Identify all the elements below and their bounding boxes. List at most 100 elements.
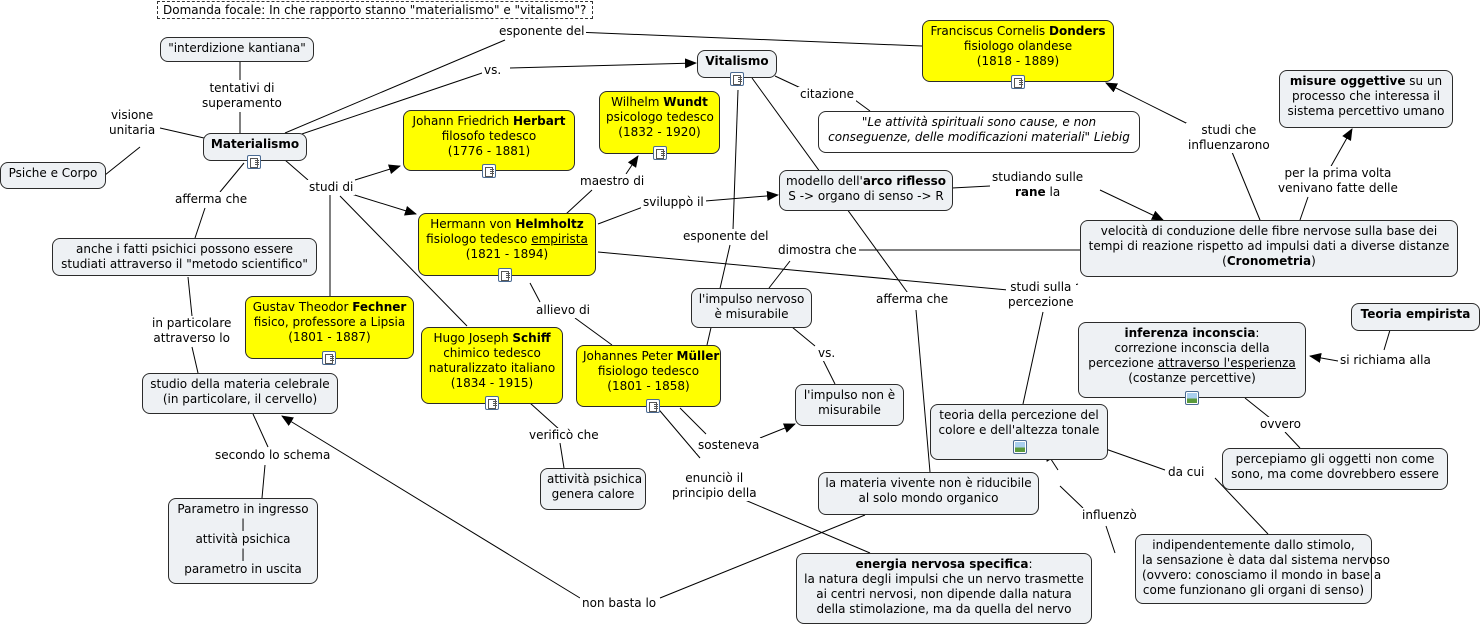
node-wundt[interactable]: Wilhelm Wundt psicologo tedesco (1832 - … bbox=[599, 91, 720, 154]
node-line: (1832 - 1920) bbox=[618, 125, 701, 139]
node-line: misurabile bbox=[818, 403, 881, 417]
node-interdizione-kantiana[interactable]: "interdizione kantiana" bbox=[160, 37, 314, 62]
label-sviluppo: sviluppò il bbox=[641, 195, 706, 210]
node-line: ai centri nervosi, non dipende dalla nat… bbox=[816, 587, 1072, 601]
node-line: psicologo tedesco bbox=[606, 110, 714, 124]
node-line: studio della materia celebrale bbox=[150, 377, 330, 391]
label-maestro: maestro di bbox=[578, 174, 647, 189]
label-influenzo: influenzò bbox=[1080, 508, 1139, 523]
label-citazione: citazione bbox=[798, 87, 856, 102]
node-energia-nervosa[interactable]: energia nervosa specifica: la natura deg… bbox=[796, 553, 1092, 624]
node-text: Psiche e Corpo bbox=[8, 166, 98, 180]
node-muller[interactable]: Johannes Peter Müller fisiologo tedesco … bbox=[576, 345, 721, 407]
node-impulso-non-misurabile[interactable]: l'impulso non è misurabile bbox=[795, 384, 904, 426]
node-liebig-quote[interactable]: "Le attività spirituali sono cause, e no… bbox=[818, 111, 1140, 153]
node-line: percezione attraverso l'esperienza bbox=[1088, 356, 1296, 370]
node-title: Materialismo bbox=[210, 137, 300, 151]
note-icon[interactable] bbox=[247, 155, 261, 169]
node-parametro[interactable]: Parametro in ingresso | attività psichic… bbox=[168, 498, 318, 584]
node-line: l'impulso non è bbox=[803, 388, 896, 402]
node-line: la sensazione è data dal sistema nervoso bbox=[1142, 553, 1391, 567]
node-line: la materia vivente non è riducibile bbox=[825, 476, 1032, 490]
note-icon[interactable] bbox=[482, 164, 496, 178]
node-line: (Cronometria) bbox=[1222, 254, 1316, 268]
node-line: modello dell'arco riflesso bbox=[786, 174, 946, 188]
node-line: Gustav Theodor Fechner bbox=[252, 300, 407, 314]
node-fechner[interactable]: Gustav Theodor Fechner fisico, professor… bbox=[245, 296, 414, 359]
node-calore[interactable]: attività psichica genera calore bbox=[540, 468, 646, 510]
node-percepiamo[interactable]: percepiamo gli oggetti non come sono, ma… bbox=[1222, 448, 1448, 490]
node-line: (costanze percettive) bbox=[1128, 371, 1256, 385]
node-line: Johannes Peter Müller bbox=[583, 349, 720, 363]
node-line: l'impulso nervoso bbox=[698, 292, 805, 306]
node-line: | bbox=[240, 517, 246, 531]
note-icon[interactable] bbox=[646, 399, 660, 413]
label-afferma-che-mid: afferma che bbox=[874, 292, 951, 307]
node-line: sistema percettivo umano bbox=[1287, 104, 1445, 118]
node-line: sono, ma come dovrebbero essere bbox=[1231, 467, 1439, 481]
node-donders[interactable]: Franciscus Cornelis Donders fisiologo ol… bbox=[922, 20, 1114, 82]
node-line: fisico, professore a Lipsia bbox=[253, 315, 406, 329]
node-line: (1821 - 1894) bbox=[465, 247, 549, 261]
label-non-basta: non basta lo bbox=[580, 596, 659, 611]
label-allievo: allievo di bbox=[534, 303, 592, 318]
label-si-richiama: si richiama alla bbox=[1338, 353, 1433, 368]
node-line: Wilhelm Wundt bbox=[611, 95, 708, 109]
node-schiff[interactable]: Hugo Joseph Schiff chimico tedesco natur… bbox=[421, 327, 563, 404]
node-line: (in particolare, il cervello) bbox=[162, 392, 318, 406]
node-line: misure oggettive su un bbox=[1289, 74, 1443, 88]
label-esponente-del-mid: esponente del bbox=[681, 229, 771, 244]
node-velocita[interactable]: velocità di conduzione delle fibre nervo… bbox=[1080, 220, 1458, 277]
node-line: indipendentemente dallo stimolo, bbox=[1152, 538, 1355, 552]
label-secondo: secondo lo schema bbox=[213, 448, 333, 463]
node-line: genera calore bbox=[551, 487, 635, 501]
node-studio-materia[interactable]: studio della materia celebrale (in parti… bbox=[142, 373, 338, 414]
node-line: (ovvero: conosciamo il mondo in base a bbox=[1142, 568, 1382, 582]
node-teoria-empirista[interactable]: Teoria empirista bbox=[1351, 303, 1480, 331]
node-herbart[interactable]: Johann Friedrich Herbart filosofo tedesc… bbox=[403, 110, 575, 171]
node-line: come funzionano gli organi di senso) bbox=[1142, 583, 1365, 597]
node-line: al solo mondo organico bbox=[858, 491, 999, 505]
node-line: | bbox=[240, 547, 246, 561]
node-helmholtz[interactable]: Hermann von Helmholtz fisiologo tedesco … bbox=[418, 213, 596, 276]
note-icon[interactable] bbox=[1011, 75, 1025, 89]
node-line: (1818 - 1889) bbox=[976, 54, 1060, 68]
node-indipendentemente[interactable]: indipendentemente dallo stimolo, la sens… bbox=[1135, 534, 1390, 604]
node-misure-oggettive[interactable]: misure oggettive su un processo che inte… bbox=[1279, 70, 1453, 128]
label-dimostra: dimostra che bbox=[776, 243, 859, 258]
node-line: Hugo Joseph Schiff bbox=[433, 331, 551, 345]
node-line: fisiologo tedesco empirista bbox=[426, 232, 588, 246]
node-line: inferenza inconscia: bbox=[1124, 326, 1260, 340]
node-psiche-e-corpo[interactable]: Psiche e Corpo bbox=[0, 162, 106, 189]
node-materia-vivente[interactable]: la materia vivente non è riducibile al s… bbox=[818, 472, 1039, 515]
node-line: naturalizzato italiano bbox=[428, 361, 556, 375]
note-icon[interactable] bbox=[730, 72, 744, 86]
node-arco-riflesso[interactable]: modello dell'arco riflesso S -> organo d… bbox=[779, 170, 953, 211]
node-inferenza-inconscia[interactable]: inferenza inconscia: correzione inconsci… bbox=[1078, 322, 1306, 398]
image-icon[interactable] bbox=[1185, 391, 1199, 405]
focal-question: Domanda focale: In che rapporto stanno "… bbox=[157, 1, 593, 19]
note-icon[interactable] bbox=[485, 396, 499, 410]
node-line: Hermann von Helmholtz bbox=[430, 217, 584, 231]
node-line: anche i fatti psichici possono essere bbox=[75, 242, 294, 256]
label-da-cui: da cui bbox=[1166, 465, 1207, 480]
label-ovvero: ovvero bbox=[1258, 417, 1303, 432]
node-line: processo che interessa il bbox=[1291, 89, 1441, 103]
note-icon[interactable] bbox=[322, 351, 336, 365]
note-icon[interactable] bbox=[653, 146, 667, 160]
node-fatti-psichici[interactable]: anche i fatti psichici possono essere st… bbox=[52, 238, 317, 276]
note-icon[interactable] bbox=[498, 268, 512, 282]
node-line: la natura degli impulsi che un nervo tra… bbox=[804, 572, 1084, 586]
node-line: attività psichica bbox=[195, 532, 291, 546]
node-impulso-misurabile[interactable]: l'impulso nervoso è misurabile bbox=[691, 288, 812, 328]
node-line: della stimolazione, ma da quella del ner… bbox=[816, 602, 1072, 616]
image-icon[interactable] bbox=[1013, 440, 1027, 454]
